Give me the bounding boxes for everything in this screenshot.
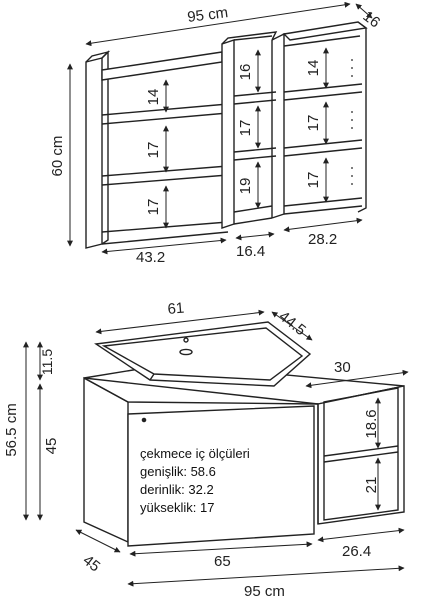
upper-depth-label: 16 bbox=[360, 8, 384, 32]
upper-total-width-line bbox=[85, 1, 351, 47]
left-shelf-label-2: 17 bbox=[145, 142, 162, 159]
total-height-label: 56.5 cm bbox=[3, 403, 20, 456]
lower-depth-label: 45 bbox=[80, 552, 104, 576]
right-shelf-label-1: 14 bbox=[305, 60, 322, 77]
upper-shelf-unit bbox=[85, 21, 368, 249]
upper-dimension-lines bbox=[67, 1, 373, 255]
lower-total-width-label: 95 cm bbox=[244, 583, 285, 600]
left-shelf-label-1: 14 bbox=[145, 89, 162, 106]
side-depth-line bbox=[305, 369, 409, 389]
left-shelf-label-3: 17 bbox=[145, 199, 162, 216]
right-shelf-label-2: 17 bbox=[305, 115, 322, 132]
upper-height-label: 60 cm bbox=[49, 136, 66, 177]
upper-middle-width-line bbox=[235, 231, 275, 241]
drawer-note-depth: derinlik: 32.2 bbox=[140, 482, 214, 497]
basin-height-label: 11.5 bbox=[39, 349, 55, 375]
basin-width-label: 61 bbox=[167, 300, 185, 318]
right-shelf-label-3: 17 bbox=[305, 172, 322, 189]
drawer-note-height: yükseklik: 17 bbox=[140, 500, 214, 515]
basin-depth-line bbox=[271, 311, 313, 341]
upper-right-width-line bbox=[283, 217, 363, 233]
upper-left-width-line bbox=[101, 237, 227, 255]
side-depth-label: 30 bbox=[334, 359, 351, 376]
upper-left-width-label: 43.2 bbox=[136, 249, 165, 266]
side-shelf-2-label: 21 bbox=[363, 477, 380, 494]
upper-depth-line bbox=[355, 3, 373, 19]
lower-total-width-line bbox=[127, 565, 405, 587]
upper-labels: 95 cm 16 60 cm 43.2 16.4 28.2 14 17 17 1… bbox=[49, 4, 383, 266]
lower-depth-line bbox=[75, 529, 121, 553]
drawer-note-title: çekmece iç ölçüleri bbox=[140, 446, 250, 461]
drawer-width-label: 65 bbox=[214, 553, 231, 570]
middle-shelf-label-1: 16 bbox=[237, 64, 254, 81]
middle-shelf-label-2: 17 bbox=[237, 120, 254, 137]
lower-dimension-lines bbox=[23, 309, 409, 587]
side-width-line bbox=[317, 527, 405, 543]
upper-right-width-label: 28.2 bbox=[308, 231, 337, 248]
drawer-note-width: genişlik: 58.6 bbox=[140, 464, 216, 479]
side-width-label: 26.4 bbox=[342, 543, 371, 560]
cabinet-side bbox=[83, 376, 129, 544]
cabinet-height-label: 45 bbox=[43, 438, 60, 455]
lower-vanity-unit bbox=[83, 321, 405, 547]
basin-tap-hole bbox=[183, 337, 189, 343]
basin-width-line bbox=[95, 309, 265, 335]
drawer-front bbox=[127, 405, 315, 547]
upper-total-width-label: 95 cm bbox=[186, 4, 229, 26]
left-end-panel bbox=[85, 57, 103, 249]
middle-shelf-label-3: 19 bbox=[237, 178, 254, 195]
lower-labels: 61 44.5 30 11.5 56.5 cm 45 18.6 21 45 65… bbox=[3, 300, 380, 600]
drawer-knob bbox=[141, 417, 147, 423]
basin-drain bbox=[179, 348, 193, 356]
upper-middle-width-label: 16.4 bbox=[236, 243, 265, 260]
drawer-width-line bbox=[129, 541, 313, 557]
side-shelf-1-label: 18.6 bbox=[363, 409, 380, 438]
